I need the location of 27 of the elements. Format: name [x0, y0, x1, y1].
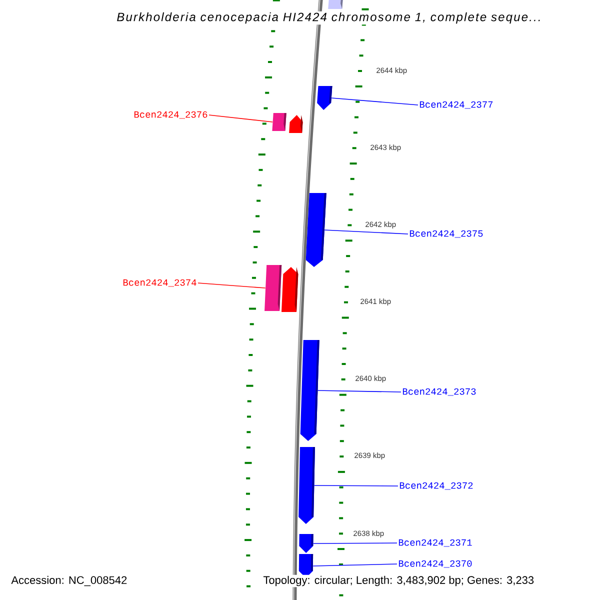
gene-box: [272, 113, 286, 131]
gene-bar: [317, 86, 332, 110]
gene-bar: [299, 534, 314, 553]
leader-line: [312, 564, 398, 566]
leader-line: [331, 98, 418, 106]
gene-label: Bcen2424_2370: [398, 560, 472, 568]
leader-line: [314, 485, 398, 486]
gene-label: Bcen2424_2375: [410, 230, 483, 238]
info-text: Topology: circular; Length: 3,483,902 bp; Genes: 3,233: [262, 574, 536, 588]
gene-label: Bcen2424_2372: [400, 482, 473, 490]
gene-label: Bcen2424_2377: [420, 101, 493, 109]
info-text: Accession: NC_008542: [10, 574, 128, 588]
leader-line: [324, 230, 408, 234]
leader-line: [313, 542, 398, 544]
gene-box: [328, 0, 343, 9]
gene-label: Bcen2424_2371: [398, 539, 472, 547]
gene-bar: [306, 193, 326, 267]
gene-bar: [298, 447, 315, 524]
gene-bar: [282, 267, 298, 312]
gene-label: Bcen2424_2374: [123, 279, 196, 287]
gene-bar: [289, 115, 303, 133]
gene-bar: [300, 340, 320, 441]
title: Burkholderia cenocepacia HI2424 chromosome 1, complete seque...: [116, 11, 542, 25]
gene-label: Bcen2424_2373: [402, 388, 476, 396]
gene-label: Bcen2424_2376: [134, 111, 208, 119]
leader-line: [317, 390, 402, 392]
gene-box: [264, 265, 282, 311]
